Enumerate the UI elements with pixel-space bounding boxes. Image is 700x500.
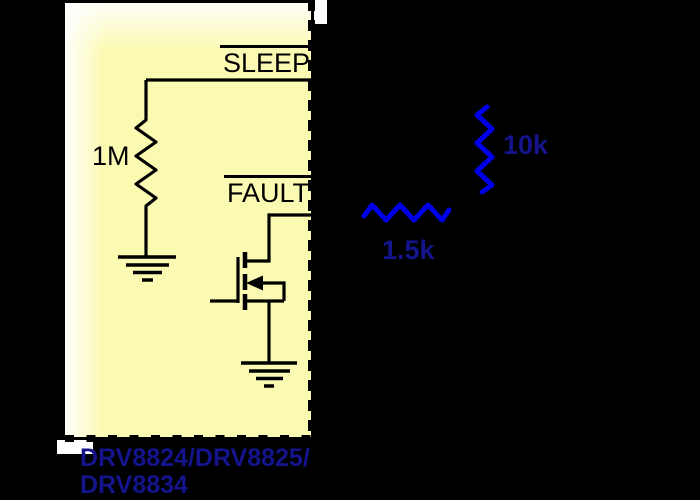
nmos-transistor-symbol <box>210 252 286 310</box>
background-patch-bottom-left <box>57 440 93 454</box>
sleep-pin-label: SLEEP <box>220 45 314 77</box>
resistor-1.5k-symbol <box>361 202 452 223</box>
resistor-1m-symbol <box>134 80 158 256</box>
body-diode-arrow-icon <box>246 275 263 291</box>
resistor-1.5k-value-label: 1.5k <box>382 235 435 265</box>
resistor-1m-value-label: 1M <box>92 141 130 171</box>
ground-symbol-left <box>118 255 176 282</box>
background-patch-top-right <box>314 0 327 24</box>
ground-symbol-right <box>241 361 297 388</box>
fault-pin-wire <box>246 213 311 263</box>
fault-pin-label: FAULT <box>224 175 313 207</box>
resistor-10k-value-label: 10k <box>503 130 549 160</box>
resistor-10k-symbol <box>474 104 495 195</box>
device-part-number-label: DRV8824/DRV8825/ DRV8834 <box>80 444 310 499</box>
